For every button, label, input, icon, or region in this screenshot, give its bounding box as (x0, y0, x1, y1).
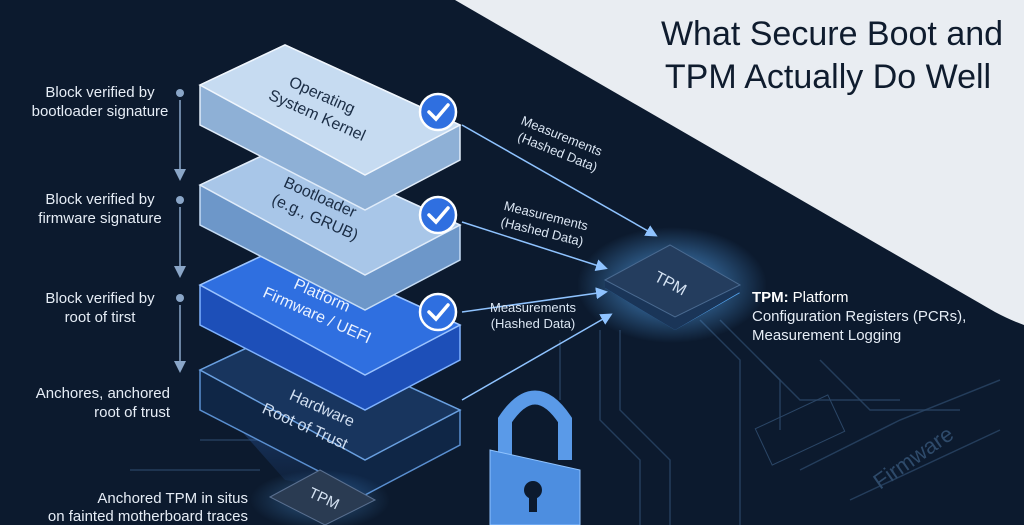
left-flow-arrows (174, 89, 186, 373)
check-icon (418, 195, 458, 235)
tpm-desc-bold: TPM: (752, 289, 789, 306)
page-title: TPM Actually Do Well (665, 58, 991, 96)
layer-platform-firmware-uefi[interactable]: Platform Firmware / UEFI (198, 244, 462, 411)
layer-os-kernel[interactable]: Operating System Kernel (198, 44, 462, 211)
left-label: Block verified by (45, 191, 155, 208)
tpm-desc-line: Measurement Logging (752, 327, 901, 344)
layer-bootloader[interactable]: Bootloader (e.g., GRUB) (198, 144, 462, 311)
padlock-icon (489, 390, 581, 525)
tpm-desc-line: Configuration Registers (PCRs), (752, 308, 966, 325)
bottom-tpm-chip[interactable]: TPM (250, 469, 390, 525)
left-label: Block verified by (45, 290, 155, 307)
left-label: firmware signature (38, 210, 161, 227)
title-panel (455, 0, 1024, 325)
tpm-description: TPM:Platform (752, 289, 849, 306)
left-label: root of tirst (65, 309, 137, 326)
left-label: bootloader signature (32, 103, 169, 120)
measurement-arrows (461, 124, 658, 401)
check-icon (418, 92, 458, 132)
left-label: on fainted motherboard traces (48, 508, 248, 525)
left-labels: Block verified by bootloader signature B… (32, 84, 248, 525)
tpm-chip[interactable]: TPM (577, 227, 767, 343)
measurement-label: Measurements (490, 300, 576, 315)
tpm-desc-line: Platform (793, 289, 849, 306)
circuit-traces (130, 319, 1001, 525)
left-label: Anchores, anchored (36, 385, 170, 402)
left-label: Anchored TPM in situs (97, 490, 248, 507)
page-title: What Secure Boot and (661, 15, 1003, 53)
check-icon (418, 292, 458, 332)
measurement-label: (Hashed Data) (491, 316, 576, 331)
left-label: Block verified by (45, 84, 155, 101)
left-label: root of trust (94, 404, 171, 421)
